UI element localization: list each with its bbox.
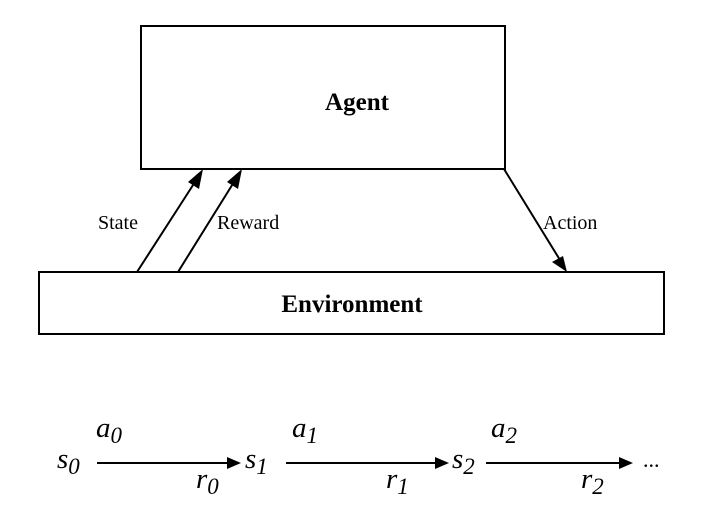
state-s2: s2 bbox=[452, 443, 475, 479]
agent-box bbox=[140, 25, 506, 170]
sequence-ellipsis: ... bbox=[643, 447, 660, 472]
action-arrowhead bbox=[552, 256, 567, 272]
action-a0: a0 bbox=[96, 412, 123, 448]
reward-r0: r0 bbox=[196, 463, 219, 499]
action-arrow: Action bbox=[503, 168, 597, 272]
agent-label: Agent bbox=[325, 89, 390, 116]
state-arrow-line bbox=[136, 181, 196, 273]
reward-label: Reward bbox=[217, 212, 279, 234]
state-arrow: State bbox=[98, 169, 203, 273]
reward-arrow: Reward bbox=[177, 169, 279, 273]
action-a1: a1 bbox=[292, 412, 318, 448]
state-arrowhead bbox=[188, 169, 203, 189]
environment-box bbox=[38, 271, 665, 335]
transition-arrow-2-head bbox=[619, 457, 633, 469]
action-a2: a2 bbox=[491, 412, 517, 448]
trajectory-sequence: s0 a0 r0 s1 a1 r1 s2 a2 r2 ... bbox=[57, 412, 660, 499]
reward-arrow-line bbox=[177, 181, 235, 273]
environment-node: Environment bbox=[38, 271, 665, 335]
transition-arrow-0-head bbox=[227, 457, 241, 469]
reward-r2: r2 bbox=[581, 463, 604, 499]
state-s1: s1 bbox=[245, 443, 268, 479]
environment-label: Environment bbox=[281, 291, 423, 318]
agent-node: Agent bbox=[140, 25, 506, 170]
action-label: Action bbox=[543, 212, 597, 234]
state-label: State bbox=[98, 212, 138, 234]
reward-r1: r1 bbox=[386, 463, 409, 499]
state-s0: s0 bbox=[57, 443, 80, 479]
reward-arrowhead bbox=[227, 169, 242, 189]
action-arrow-line bbox=[503, 168, 561, 261]
transition-arrow-1-head bbox=[435, 457, 449, 469]
